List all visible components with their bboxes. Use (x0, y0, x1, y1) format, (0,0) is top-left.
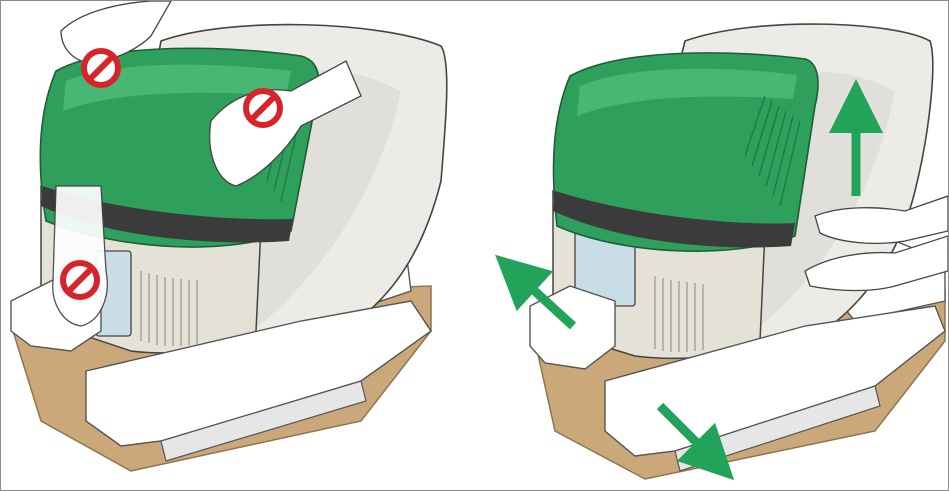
prohibited-icon-bottom (60, 260, 100, 300)
left-illustration (10, 1, 448, 472)
arrow-left-up-icon (495, 254, 577, 330)
front-vents (654, 276, 704, 352)
arrow-right-down-icon (656, 402, 735, 481)
front-vents (140, 271, 198, 346)
green-lid-highlight (577, 68, 797, 116)
hand-upper (814, 195, 948, 245)
left-panel-incorrect-lifting (1, 1, 475, 490)
arm-bottom (52, 185, 108, 327)
hand-top-left (60, 1, 172, 64)
prohibited-icon-right (243, 88, 283, 128)
front-foam-rail-side (160, 380, 367, 462)
green-lid-highlight (63, 64, 291, 111)
prohibited-icon-top (81, 48, 121, 88)
lid-seal-band (41, 186, 293, 243)
right-panel-correct-lifting (475, 1, 948, 490)
hand-lower (804, 235, 948, 292)
right-illustration (495, 23, 948, 481)
lid-vents (744, 95, 801, 207)
lid-seal-band (553, 191, 795, 248)
